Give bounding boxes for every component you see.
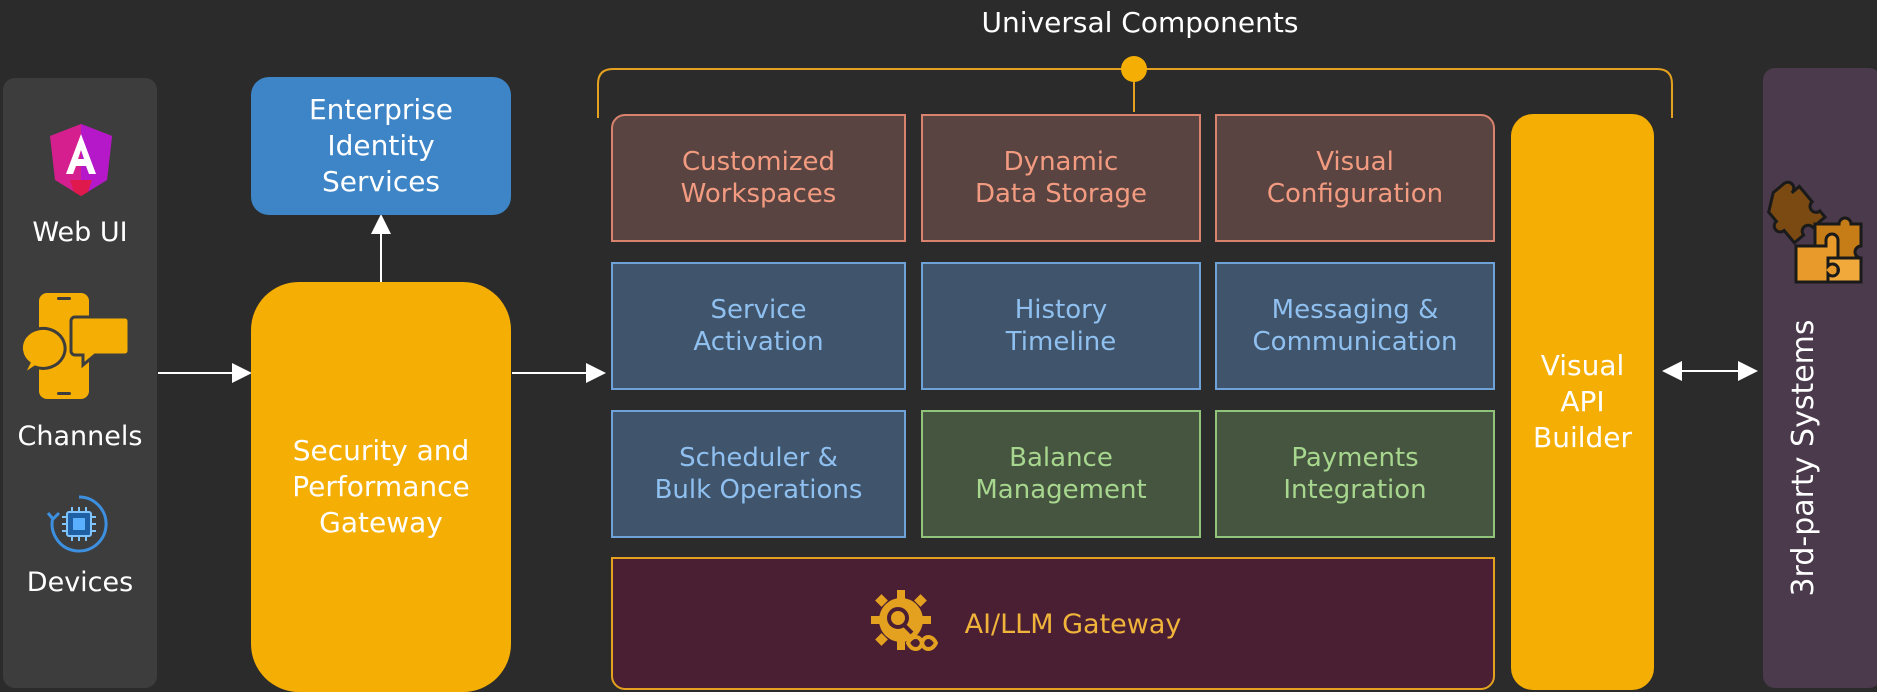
component-tile: Scheduler &Bulk Operations	[611, 410, 906, 538]
chat-phone-icon	[19, 293, 131, 399]
api-builder-line1: Visual	[1540, 349, 1625, 382]
ai-llm-gateway-box: AI/LLM Gateway	[611, 557, 1495, 690]
devices-label: Devices	[26, 566, 134, 598]
api-builder-line3: Builder	[1532, 421, 1633, 454]
gear-infinity-icon	[871, 590, 938, 651]
gateway-line2: Performance	[292, 470, 470, 503]
web-ui-label: Web UI	[32, 216, 128, 248]
diagram-title: Universal Components	[981, 5, 1299, 39]
channels-label: Channels	[17, 420, 143, 452]
api-builder-line2: API	[1560, 385, 1605, 418]
ai-llm-gateway-label: AI/LLM Gateway	[964, 608, 1182, 640]
security-gateway-box: Security and Performance Gateway	[251, 282, 511, 692]
channels-panel: Web UI Channels Devices	[3, 78, 157, 688]
third-party-panel: 3rd-party Systems	[1763, 68, 1877, 688]
third-party-label: 3rd-party Systems	[1785, 319, 1821, 597]
puzzle-icon	[1767, 180, 1863, 284]
identity-line1: Enterprise	[308, 93, 454, 126]
identity-line2: Identity	[327, 129, 435, 162]
component-tile: Messaging &Communication	[1215, 262, 1495, 390]
gateway-line3: Gateway	[319, 506, 443, 539]
chip-icon	[46, 495, 108, 553]
enterprise-identity-box: Enterprise Identity Services	[251, 77, 511, 215]
angular-logo-icon	[50, 124, 112, 196]
gateway-line1: Security and	[292, 434, 470, 467]
identity-line3: Services	[321, 165, 441, 198]
visual-api-builder-box: Visual API Builder	[1511, 114, 1654, 690]
